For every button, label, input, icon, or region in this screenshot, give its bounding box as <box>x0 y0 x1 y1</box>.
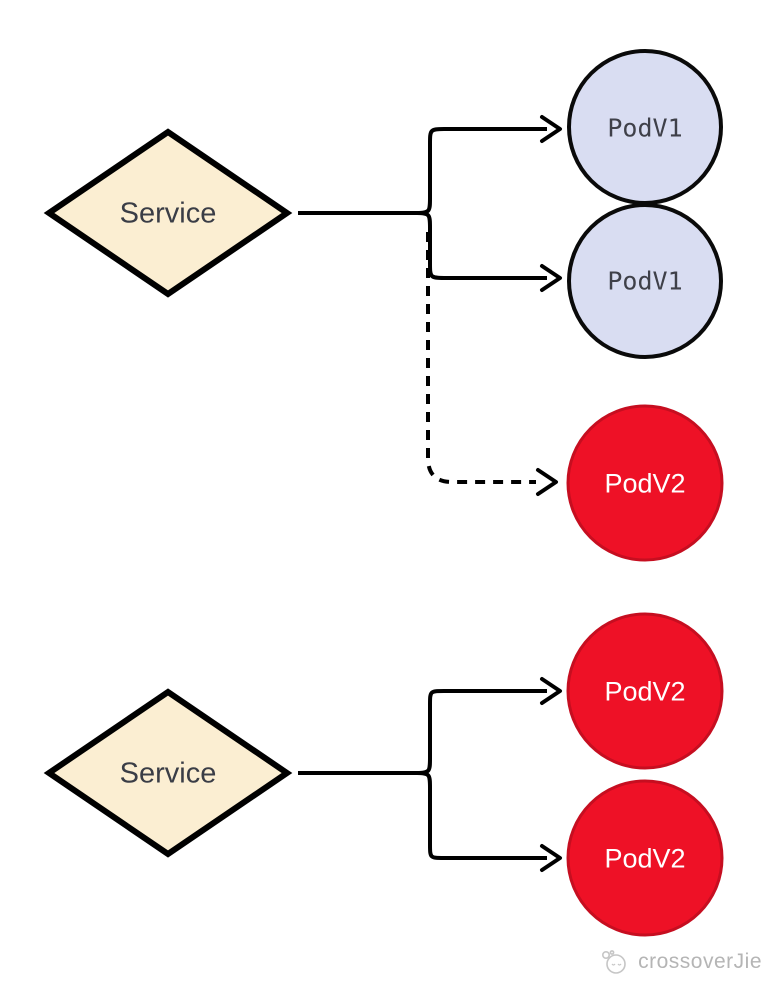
service-diamond-bottom <box>43 688 293 858</box>
top-connector-group <box>298 115 562 496</box>
watermark-text: crossoverJie <box>638 950 762 973</box>
pod-v2-circle-top <box>566 404 724 562</box>
bottom-branch-down-arrowhead-icon <box>540 844 562 872</box>
top-dashed-line <box>426 232 536 484</box>
top-branch-up-arrowhead-icon <box>540 115 562 143</box>
bottom-connector-group <box>298 677 562 872</box>
service-diamond-top <box>43 128 293 298</box>
bottom-branch-up-line <box>416 689 547 775</box>
bottom-branch-down-line <box>416 771 547 860</box>
pod-v1-circle-b <box>567 203 723 359</box>
pod-v2-circle-d <box>566 779 724 937</box>
top-dashed-arrowhead-icon <box>536 468 558 496</box>
top-branch-down-line <box>416 211 547 280</box>
pod-v2-circle-c <box>566 612 724 770</box>
cat-doodle-logo-icon <box>602 950 626 974</box>
watermark: crossoverJie <box>599 948 762 976</box>
top-branch-down-arrowhead-icon <box>540 264 562 292</box>
pod-v1-circle-a <box>567 49 723 205</box>
bottom-branch-up-arrowhead-icon <box>540 677 562 705</box>
top-branch-up-line <box>416 127 547 215</box>
